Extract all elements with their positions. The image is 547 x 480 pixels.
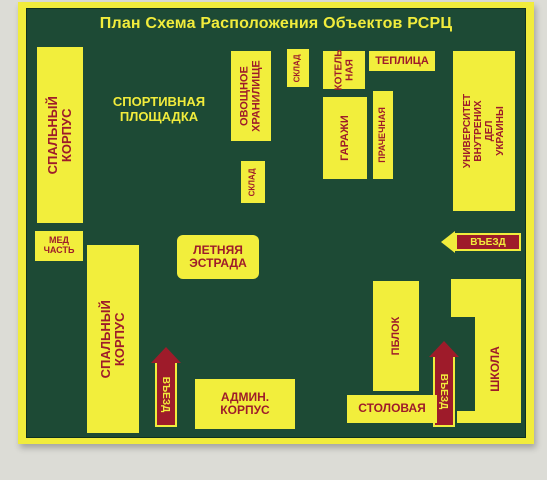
- school-label: ШКОЛА: [488, 346, 502, 392]
- dorm-bottom[interactable]: СПАЛЬНЫЙ КОРПУС: [87, 245, 139, 433]
- map-field: План Схема Расположения Объектов РСРЦ СП…: [26, 8, 526, 438]
- entry-right-arrow: ВЪЕЗД: [441, 231, 521, 253]
- greenhouse[interactable]: ТЕПЛИЦА: [369, 51, 435, 71]
- vegetable-store[interactable]: ОВОЩНОЕ ХРАНИЛИЩЕ: [231, 51, 271, 141]
- canteen[interactable]: СТОЛОВАЯ: [347, 395, 437, 423]
- med-unit[interactable]: МЕД ЧАСТЬ: [35, 231, 83, 261]
- boiler-room[interactable]: КОТЕЛЬ НАЯ: [323, 50, 365, 90]
- sklad-top[interactable]: СКЛАД: [287, 49, 309, 87]
- map-title: План Схема Расположения Объектов РСРЦ: [99, 15, 453, 32]
- summer-stage[interactable]: ЛЕТНЯЯ ЭСТРАДА: [177, 235, 259, 279]
- university[interactable]: УНИВЕРСИТЕТ ВНУТРЕНИХ ДЕЛ УКРАИНЫ: [453, 51, 515, 211]
- sklad-mid[interactable]: СКЛАД: [241, 161, 265, 203]
- sports-ground: СПОРТИВНАЯ ПЛОЩАДКА: [112, 94, 206, 124]
- garages[interactable]: ГАРАЖИ: [323, 97, 367, 179]
- p-block[interactable]: ПБЛОК: [373, 281, 419, 391]
- admin-building[interactable]: АДМИН. КОРПУС: [195, 379, 295, 429]
- entry-left-arrow: ВЪЕЗД: [151, 347, 181, 427]
- entry-mid-arrow: ВЪЕЗД: [429, 341, 459, 427]
- dorm-top[interactable]: СПАЛЬНЫЙ КОРПУС: [37, 47, 83, 223]
- school-building[interactable]: ШКОЛА: [447, 279, 527, 425]
- school-shape: [451, 279, 521, 423]
- map-board: План Схема Расположения Объектов РСРЦ СП…: [18, 2, 534, 444]
- laundry[interactable]: ПРАЧЕЧНАЯ: [373, 91, 393, 179]
